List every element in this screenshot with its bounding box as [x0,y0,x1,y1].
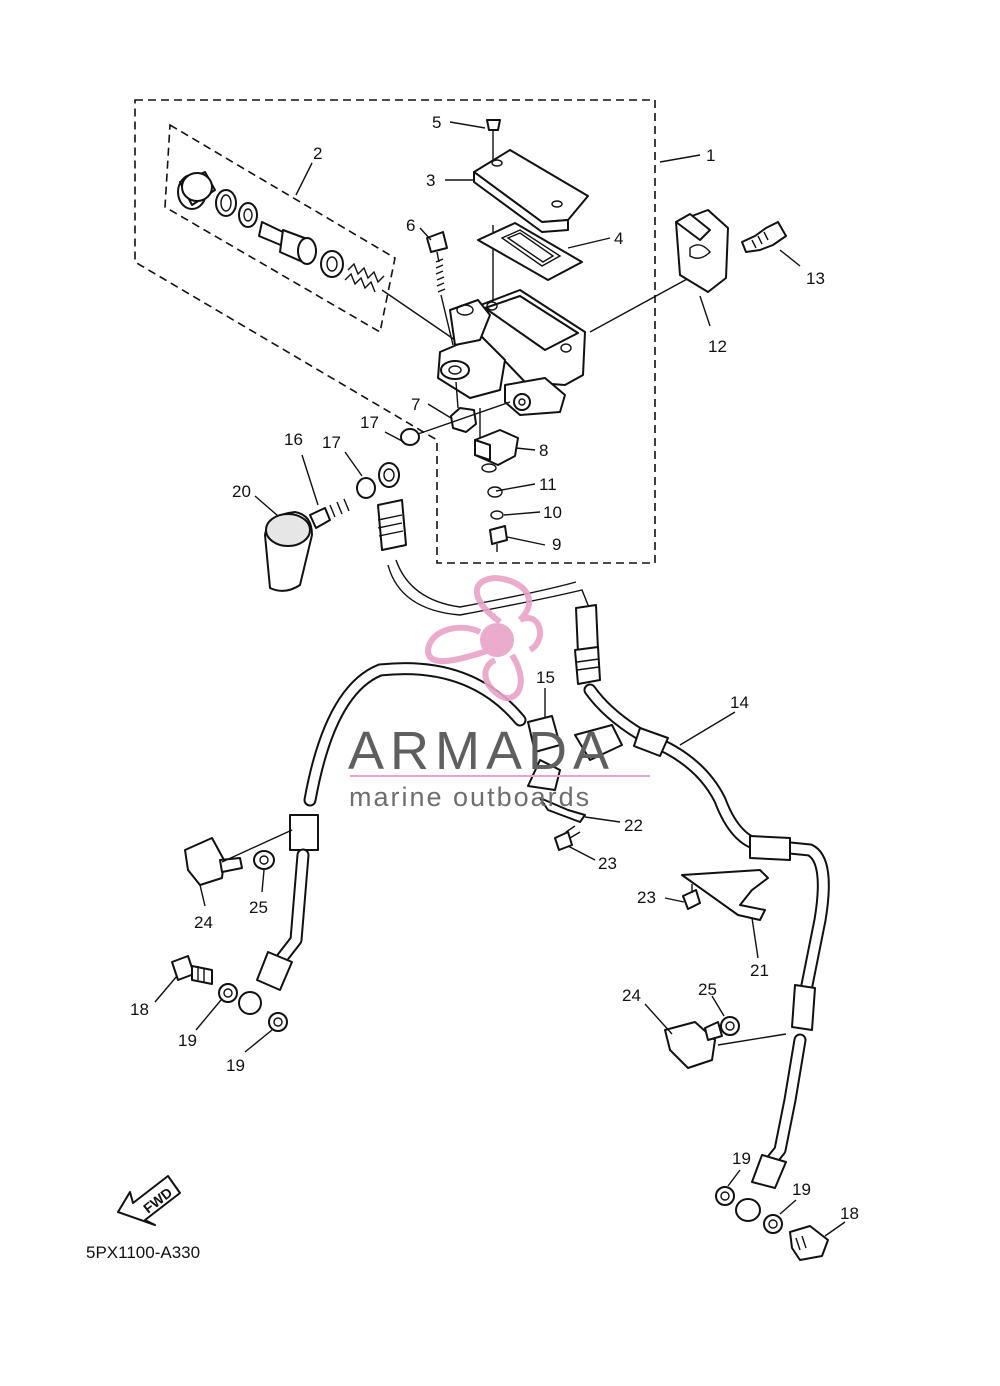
callout-5: 5 [432,113,441,132]
callout-24b: 24 [622,986,641,1005]
diagram-code: 5PX1100-A330 [86,1243,200,1262]
callout-14: 14 [730,693,749,712]
callout-25a: 25 [249,898,268,917]
fwd-arrow: FWD [117,1175,181,1226]
master-cylinder-kit [177,171,456,341]
callout-22: 22 [624,816,643,835]
callout-18b: 18 [840,1204,859,1223]
callout-1: 1 [706,146,715,165]
leader-lines [154,121,846,1237]
callout-20: 20 [232,482,251,501]
brake-switch-parts [474,429,519,552]
callout-12: 12 [708,337,727,356]
propeller-logo-icon [424,574,543,702]
callout-21: 21 [750,961,769,980]
callout-19c: 19 [732,1149,751,1168]
callout-24a: 24 [194,913,213,932]
callout-18a: 18 [130,1000,149,1019]
watermark-tagline: marine outboards [349,782,591,812]
callout-17b: 17 [360,413,379,432]
watermark-brand: ARMADA [348,721,615,781]
callout-10: 10 [543,503,562,522]
callout-9: 9 [552,535,561,554]
callout-19d: 19 [792,1180,811,1199]
brake-hoses [238,559,830,1222]
armada-watermark: ARMADA marine outboards [348,574,650,812]
callout-23b: 23 [637,888,656,907]
assembly-boundary [134,99,656,564]
callout-labels: 1 2 3 4 5 6 7 8 9 10 11 12 13 14 15 16 1… [130,113,859,1223]
caliper-bolts-washers [171,955,829,1261]
brackets-and-clamps [184,797,787,1069]
callout-13: 13 [806,269,825,288]
lever-cover-and-banjo [264,401,511,592]
handlebar-holder [675,209,787,293]
master-cylinder-body [426,119,701,445]
callout-11: 11 [539,475,557,494]
callout-19b: 19 [226,1056,245,1075]
callout-15: 15 [536,668,555,687]
callout-19a: 19 [178,1031,197,1050]
callout-23a: 23 [598,854,617,873]
callout-17a: 17 [322,433,341,452]
callout-8: 8 [539,441,548,460]
callout-3: 3 [426,171,435,190]
callout-6: 6 [406,216,415,235]
callout-7: 7 [411,395,420,414]
callout-4: 4 [614,229,623,248]
callout-25b: 25 [698,980,717,999]
callout-16: 16 [284,430,303,449]
callout-2: 2 [313,144,322,163]
